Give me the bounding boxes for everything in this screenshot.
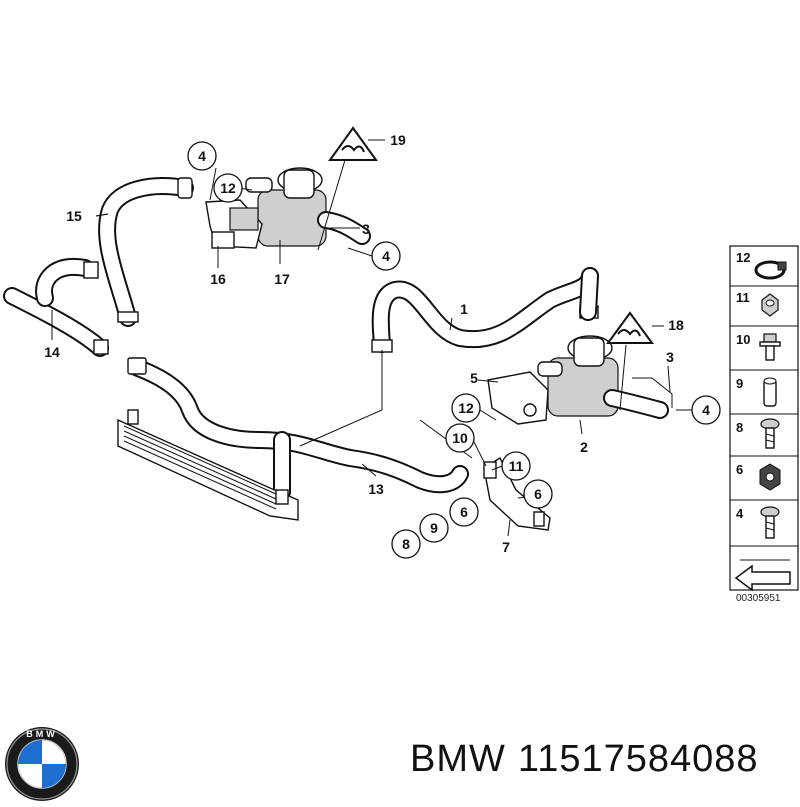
svg-text:6: 6	[460, 504, 468, 520]
callout-3-upper: 3	[362, 221, 370, 237]
brand-part-number-line: BMW 11517584088	[410, 738, 771, 781]
warning-label-18	[606, 311, 654, 344]
svg-text:2: 2	[580, 439, 588, 455]
callout-6-left: 6	[449, 497, 479, 527]
svg-text:10: 10	[452, 430, 468, 446]
svg-text:12: 12	[458, 400, 474, 416]
svg-text:14: 14	[44, 344, 60, 360]
callout-13: 13	[368, 481, 384, 497]
bmw-roundel-icon: BMW	[4, 726, 80, 802]
svg-text:6: 6	[736, 462, 743, 477]
callout-7: 7	[502, 539, 510, 555]
callout-9: 9	[419, 513, 449, 543]
callout-14: 14	[44, 344, 60, 360]
svg-text:9: 9	[736, 376, 743, 391]
callout-4-upper: 4	[187, 141, 217, 171]
oil-cooler	[117, 409, 299, 521]
svg-text:12: 12	[220, 180, 236, 196]
svg-text:6: 6	[534, 486, 542, 502]
svg-text:15: 15	[66, 208, 82, 224]
callout-12-upper: 12	[213, 173, 243, 203]
callout-10: 10	[445, 423, 475, 453]
diagram-code: 00305951	[736, 593, 781, 604]
callout-6-right: 6	[523, 479, 553, 509]
svg-text:16: 16	[210, 271, 226, 287]
callout-3-lower: 3	[666, 349, 674, 365]
callout-18: 18	[668, 317, 684, 333]
parts-side-panel: 12 11 10 9 8	[729, 245, 799, 604]
callout-15: 15	[66, 208, 82, 224]
grommet-icon	[759, 463, 781, 491]
svg-text:4: 4	[382, 248, 390, 264]
part-number: 11517584088	[517, 738, 759, 780]
hex-nut-icon	[761, 293, 779, 317]
hose-13	[127, 357, 469, 501]
flange-bolt-icon	[759, 333, 781, 361]
callout-16: 16	[210, 271, 226, 287]
svg-text:4: 4	[198, 148, 206, 164]
svg-text:10: 10	[736, 332, 750, 347]
warning-label-19	[328, 126, 378, 161]
svg-text:1: 1	[460, 301, 468, 317]
svg-text:8: 8	[402, 536, 410, 552]
arrow-icon	[734, 559, 791, 592]
callout-11: 11	[501, 451, 531, 481]
svg-text:19: 19	[390, 132, 406, 148]
callout-2: 2	[580, 439, 588, 455]
callout-4-lower: 4	[691, 395, 721, 425]
electric-water-pump-upper	[205, 167, 371, 249]
logo-letters: BMW	[26, 729, 58, 739]
hose-14	[3, 257, 109, 357]
callout-4-upper-right: 4	[371, 241, 401, 271]
svg-text:9: 9	[430, 520, 438, 536]
hose-1	[371, 267, 599, 353]
callout-19: 19	[390, 132, 406, 148]
hose-15	[98, 177, 194, 327]
callout-12-lower: 12	[451, 393, 481, 423]
svg-text:11: 11	[509, 458, 524, 474]
svg-text:3: 3	[362, 221, 370, 237]
svg-text:8: 8	[736, 420, 743, 435]
svg-text:11: 11	[736, 290, 750, 305]
svg-text:13: 13	[368, 481, 384, 497]
self-tapping-screw-icon	[760, 506, 780, 539]
screw-icon	[760, 418, 780, 449]
callout-17: 17	[274, 271, 290, 287]
svg-text:18: 18	[668, 317, 684, 333]
svg-text:17: 17	[274, 271, 290, 287]
svg-text:12: 12	[736, 250, 750, 265]
electric-water-pump-lower	[487, 335, 673, 425]
sleeve-icon	[763, 377, 777, 407]
svg-text:5: 5	[470, 370, 478, 386]
brand-name: BMW	[410, 738, 506, 780]
callout-1: 1	[460, 301, 468, 317]
callout-8: 8	[391, 529, 421, 559]
svg-text:7: 7	[502, 539, 510, 555]
svg-text:4: 4	[702, 402, 710, 418]
hose-clamp-icon	[754, 260, 787, 280]
svg-text:4: 4	[736, 506, 744, 521]
callout-5: 5	[470, 370, 478, 386]
svg-text:3: 3	[666, 349, 674, 365]
